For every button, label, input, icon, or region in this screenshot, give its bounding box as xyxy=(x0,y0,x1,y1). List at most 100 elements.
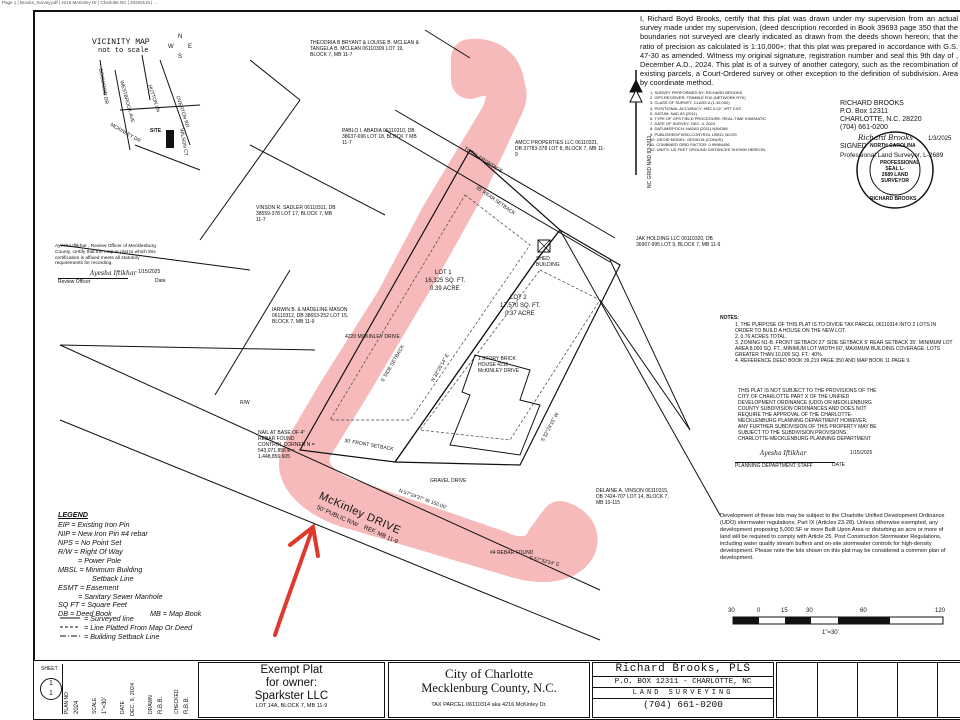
firm-name: Richard Brooks, PLS xyxy=(615,663,751,675)
shed-label: SHED BUILDING xyxy=(536,256,560,268)
surveyor-signature: Richard Brooks xyxy=(858,134,913,142)
lot-1-address: 4220 MCKINLEY DRIVE xyxy=(345,334,400,340)
owner-2: AMCC PROPERTIES LLC 06110321, DB 37783-3… xyxy=(515,140,605,158)
notes-title: NOTES: xyxy=(720,315,739,321)
legend-title: LEGEND xyxy=(58,510,88,519)
firm-cell: Richard Brooks, PLS P.O. BOX 12311 - CHA… xyxy=(592,662,774,718)
notes-line-3: 3. ZONING N1-B. FRONT SETBACK 27' SIDE S… xyxy=(735,340,953,358)
scale-tick-0: 30 xyxy=(728,608,735,614)
surveyor-sign-date: 1/3/2025 xyxy=(928,136,952,142)
owner-cell: Exempt Plat for owner: Sparkster LLC LOT… xyxy=(198,662,385,718)
seal-inner-text: PROFESSIONAL SEAL L-2689 LAND SURVEYOR xyxy=(880,160,920,184)
gps-notes: 1. SURVEY PERFORMED BY: RICHARD BROOKS 2… xyxy=(650,90,767,153)
checked-cell-label: CHECKED xyxy=(174,689,180,714)
scale-bar xyxy=(732,616,944,625)
legend-item-2: NPS = No Point Set xyxy=(58,538,122,547)
drawn-cell-label: DRAWN xyxy=(148,695,154,714)
udo-note: THIS PLAT IS NOT SUBJECT TO THE PROVISIO… xyxy=(738,388,877,442)
legend-item-13: = Line Platted From Map Or Deed xyxy=(84,623,193,632)
surveyor-phone: (704) 661-0200 xyxy=(840,124,888,131)
grid-north-label: NC GRID NAD 83-2011 xyxy=(647,135,653,188)
document-header-strip: Page 1 | Brooks_Survey.pdf | 4216 McKinl… xyxy=(2,0,158,5)
scale-label: 1"=30' xyxy=(822,630,839,636)
legend-item-12: = Surveyed line xyxy=(84,614,134,623)
review-officer-label: Review Officer xyxy=(58,278,128,285)
legend-item-11: MB = Map Book xyxy=(150,609,202,618)
revision-divider-2 xyxy=(857,663,858,717)
scale-tick-5: 120 xyxy=(935,608,946,614)
lot-1-area: 16,325 SQ. FT. xyxy=(425,278,466,284)
sheet-cell: 1 1 SHEET xyxy=(38,664,63,714)
notes-line-1: 1. THE PURPOSE OF THIS PLAT IS TO DIVIDE… xyxy=(735,322,937,334)
surveyor-seal xyxy=(856,131,934,209)
vicinity-compass-n: N xyxy=(178,34,183,40)
revision-divider-3 xyxy=(897,663,898,717)
review-officer-text: Ayesha Iftikhar , Review Officer of Meck… xyxy=(55,244,156,267)
legend-item-6: Setback Line xyxy=(92,574,134,583)
for-owner-label: for owner: xyxy=(265,677,318,689)
sheet-total: 1 xyxy=(49,690,53,697)
iron-found-label: #4 REBAR FOUND xyxy=(490,550,534,556)
planning-label: PLANNING DEPARTMENT STAFF xyxy=(735,462,835,469)
lot-2-area: 17,570 SQ. FT. xyxy=(500,303,541,309)
legend-item-1: NIP = New Iron Pin #4 rebar xyxy=(58,529,148,538)
seal-bottom-text: RICHARD BROOKS xyxy=(870,196,917,202)
rw-label: R/W xyxy=(240,400,250,406)
date-cell-label: DATE xyxy=(120,701,126,714)
exempt-plat-title: Exempt Plat xyxy=(260,664,323,676)
vicinity-compass-e: E xyxy=(188,44,193,50)
north-arrow xyxy=(629,70,643,175)
planning-signature: Ayesha Iftikhar xyxy=(760,450,807,457)
firm-tag: LAND SURVEYING xyxy=(593,688,773,699)
sheet-number: 1 xyxy=(49,680,53,687)
review-date-label: Date xyxy=(155,278,166,284)
revision-divider-1 xyxy=(817,663,818,717)
scale-tick-1: 0 xyxy=(757,608,761,614)
revision-divider-4 xyxy=(937,663,938,717)
tax-parcel: TAX PARCEL 06110314 aka 4216 McKinley Dr… xyxy=(431,702,547,708)
vicinity-compass-s: S xyxy=(178,54,183,60)
owner-1: PABLO I. ABADIA 06110310, DB 38637-696 L… xyxy=(342,128,417,146)
legend-item-7: ESMT = Easement xyxy=(58,583,119,592)
owner-5: IARWIN B. & MADELINE MASON 06110312, DB … xyxy=(272,307,349,325)
house-label: 1 STORY BRICK HOUSE 4216 McKINLEY DRIVE xyxy=(478,356,520,374)
legend-item-10: DB = Deed Book xyxy=(58,609,112,618)
surveyor-certification: I, Richard Boyd Brooks, certify that thi… xyxy=(640,14,958,88)
surveyor-box: P.O. Box 12311 xyxy=(840,108,888,115)
scale-tick-4: 60 xyxy=(860,608,867,614)
owner-name: Sparkster LLC xyxy=(254,690,329,702)
legend-item-4: = Power Pole xyxy=(78,556,121,565)
owner-6: DELAINE A. VINSON 06110315, DB 7424-707 … xyxy=(596,488,669,506)
legend-item-0: EIP = Existing Iron Pin xyxy=(58,520,130,529)
surveyor-name: RICHARD BROOKS xyxy=(840,100,904,107)
checked-cell-value: R.B.B. xyxy=(184,696,190,714)
lot-1-acres: 0.39 ACRE xyxy=(430,286,460,292)
review-officer-signature: Ayesha Iftikhar xyxy=(90,270,137,277)
vicinity-site-label: SITE xyxy=(150,128,162,134)
legend-item-5: MBSL = Minimum Building xyxy=(58,565,143,574)
plan-no-value: 2024 xyxy=(74,700,80,714)
firm-address: P.O. BOX 12311 - CHARLOTTE, NC xyxy=(593,676,773,688)
info-cells: PLAN NO. 2024 SCALE 1"=30' DATE DEC. 9, … xyxy=(62,664,194,716)
control-corner: NAIL AT BASE OF 4" REBAR FOUND CONTROL C… xyxy=(258,430,315,460)
owner-4: JAK HOLDING LLC 06110320, DB 36967-995 L… xyxy=(636,236,721,248)
sheet-circle: 1 1 xyxy=(40,678,62,700)
vicinity-title: VICINITY MAP xyxy=(92,38,150,47)
sheet-label: SHEET xyxy=(41,666,58,672)
legend-item-9: SQ FT = Square Feet xyxy=(58,600,127,609)
development-note: Development of these lots may be subject… xyxy=(720,513,946,561)
review-officer-date: 1/15/2025 xyxy=(138,269,161,275)
revision-cells xyxy=(776,662,960,718)
gravel-label: GRAVEL DRIVE xyxy=(430,478,467,484)
scale-cell-label: SCALE xyxy=(92,697,98,714)
plan-no-label: PLAN NO. xyxy=(64,690,70,714)
lot-1-name: LOT 1 xyxy=(435,270,452,276)
vicinity-subtitle: not to scale xyxy=(98,47,149,55)
vicinity-compass-w: W xyxy=(168,44,174,50)
firm-phone: (704) 661-0200 xyxy=(643,699,723,710)
planning-date-label: DATE xyxy=(832,462,845,468)
shed-box xyxy=(537,239,551,253)
red-arrow xyxy=(273,523,320,637)
